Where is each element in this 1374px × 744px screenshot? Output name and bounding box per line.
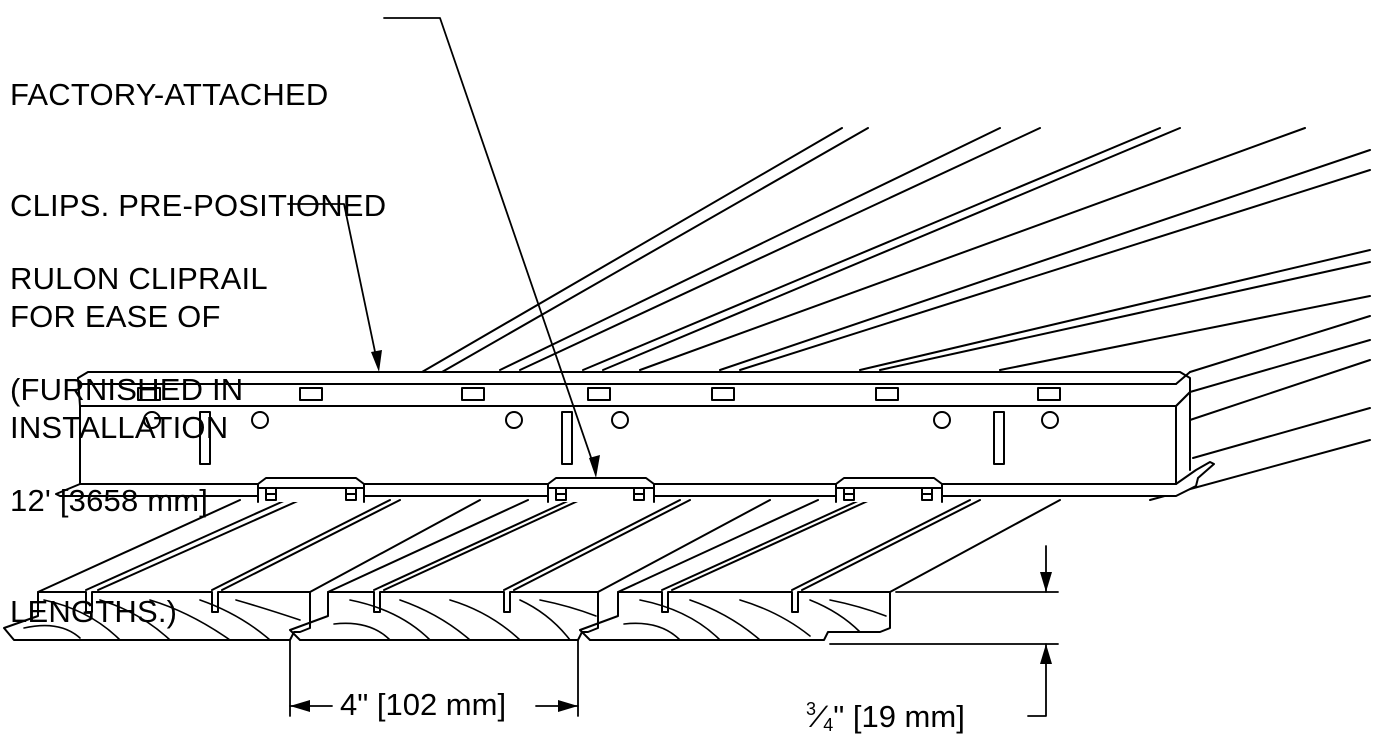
cliprail-callout: RULON CLIPRAIL (FURNISHED IN 12' [3658 m… <box>10 186 268 704</box>
clips-callout-line-2: CLIPS. PRE-POSITIONED <box>10 188 387 223</box>
clips-callout-line-1: FACTORY-ATTACHED <box>10 77 329 112</box>
cliprail-callout-line-4: LENGTHS.) <box>10 594 178 629</box>
rail-top-slots <box>137 387 1061 401</box>
cliprail-callout-line-2: (FURNISHED IN <box>10 372 244 407</box>
plank-sections <box>3 591 891 641</box>
plank-perspective-lines <box>421 127 1371 501</box>
cliprail-callout-line-1: RULON CLIPRAIL <box>10 261 268 296</box>
clips-callout: FACTORY-ATTACHED CLIPS. PRE-POSITIONED F… <box>10 2 386 520</box>
thickness-rest: " [19 mm] <box>833 699 965 734</box>
thickness-denominator: 4 <box>823 715 834 735</box>
clips-callout-line-4: INSTALLATION <box>10 410 229 445</box>
thickness-dimension <box>829 545 1059 717</box>
factory-clips <box>257 477 943 503</box>
cliprail-callout-line-3: 12' [3658 mm] <box>10 483 209 518</box>
plank-front-lines <box>37 499 1061 593</box>
thickness-numerator: 3 <box>806 699 817 719</box>
width-dimension <box>289 639 579 717</box>
rail-web-holes <box>143 411 1059 465</box>
clips-callout-line-3: FOR EASE OF <box>10 299 221 334</box>
thickness-dimension-label: 3⁄4" [19 mm] <box>806 699 965 738</box>
width-dimension-label: 4" [102 mm] <box>340 687 507 722</box>
leader-lines <box>287 17 600 478</box>
rail-top <box>77 371 1191 407</box>
